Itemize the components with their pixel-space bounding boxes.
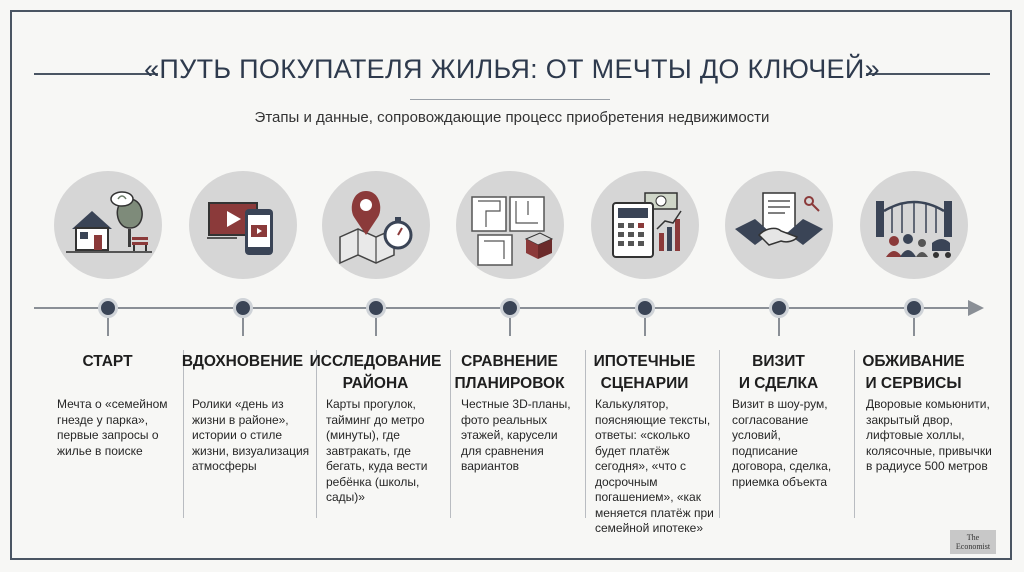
timeline-node [500,298,520,318]
step-title-inspiration: ВДОХНОВЕНИЕ [181,353,304,370]
video-and-phone-icon [189,171,297,279]
step-title-start: СТАРТ [82,353,133,370]
column-divider [316,350,317,518]
node-stem [913,318,915,336]
title-wrap: «ПУТЬ ПОКУПАТЕЛЯ ЖИЛЬЯ: ОТ МЕЧТЫ ДО КЛЮЧ… [0,54,1024,85]
timeline-arrow-icon [968,300,984,316]
map-pin-stopwatch-icon [322,171,430,279]
subtitle-rule [410,99,610,100]
timeline-node [233,298,253,318]
column-divider [719,350,720,518]
step-title-plans: СРАВНЕНИЕ ПЛАНИРОВОК [454,353,565,392]
community-gate-icon [860,171,968,279]
page-title: «ПУТЬ ПОКУПАТЕЛЯ ЖИЛЬЯ: ОТ МЕЧТЫ ДО КЛЮЧ… [144,54,880,84]
title-rule-left [34,73,158,75]
column-divider [450,350,451,518]
node-stem [375,318,377,336]
column-divider [854,350,855,518]
timeline-node [635,298,655,318]
title-rule-right [866,73,990,75]
logo-line-2: Economist [955,542,991,551]
floor-plans-icon [456,171,564,279]
node-stem [778,318,780,336]
step-desc-deal: Визит в шоу-рум, согласование условий, п… [732,397,832,489]
page-subtitle: Этапы и данные, сопровождающие процесс п… [254,109,770,126]
timeline-node [904,298,924,318]
calculator-chart-icon [591,171,699,279]
step-title-deal: ВИЗИТ И СДЕЛКА [738,353,819,392]
node-stem [509,318,511,336]
step-desc-inspiration: Ролики «день из жизни в районе», истории… [192,397,310,473]
step-desc-mortgage: Калькулятор, поясняющие тексты, ответы: … [595,397,714,535]
step-title-living: ОБЖИВАНИЕ И СЕРВИСЫ [862,353,965,392]
step-desc-research: Карты прогулок, тайминг до метро (минуты… [326,397,428,504]
logo-line-1: The [966,533,980,542]
house-with-tree-icon [54,171,162,279]
handshake-contract-icon [725,171,833,279]
publisher-logo: The Economist [950,530,996,554]
step-title-research: ИССЛЕДОВАНИЕ РАЙОНА [309,353,442,392]
node-stem [107,318,109,336]
step-desc-living: Дворовые комьюнити, закрытый двор, лифто… [866,397,992,473]
timeline-node [98,298,118,318]
timeline-node [769,298,789,318]
step-desc-start: Мечта о «семейном гнезде у парка», первы… [57,397,168,458]
step-title-mortgage: ИПОТЕЧНЫЕ СЦЕНАРИИ [593,353,696,392]
timeline-node [366,298,386,318]
column-divider [585,350,586,518]
node-stem [644,318,646,336]
node-stem [242,318,244,336]
column-divider [183,350,184,518]
step-desc-plans: Честные 3D-планы, фото реальных этажей, … [461,397,571,473]
infographic-frame [10,10,1012,560]
